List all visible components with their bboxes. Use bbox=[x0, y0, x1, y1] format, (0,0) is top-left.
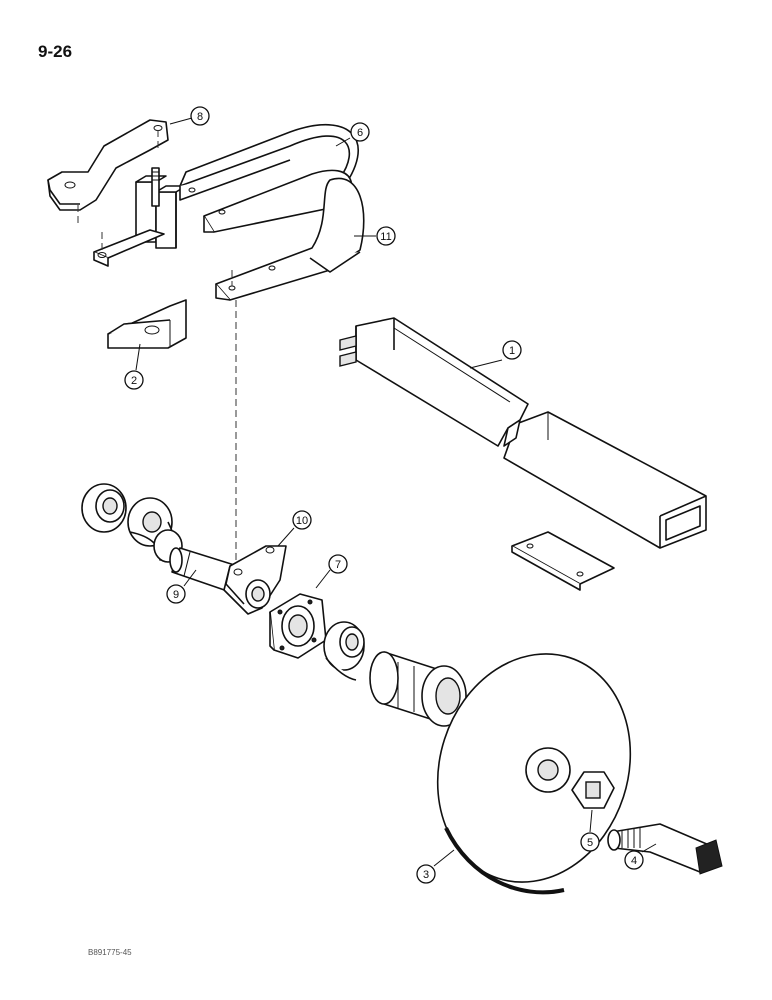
u-spring-lower-part bbox=[215, 177, 365, 301]
svg-text:6: 6 bbox=[357, 127, 363, 139]
bracket-arm-part bbox=[223, 545, 287, 615]
hex-nut-part bbox=[571, 771, 615, 809]
disc-bolt-part bbox=[607, 823, 723, 875]
callout-4: 4 bbox=[624, 843, 657, 870]
svg-text:4: 4 bbox=[631, 855, 637, 867]
svg-text:3: 3 bbox=[423, 869, 429, 881]
washer-part bbox=[81, 483, 127, 533]
callout-7: 7 bbox=[315, 554, 348, 589]
frame-tube-part bbox=[339, 317, 707, 549]
callout-3: 3 bbox=[416, 849, 455, 884]
callout-10: 10 bbox=[277, 510, 312, 547]
flat-plate-part bbox=[511, 531, 615, 591]
callout-8: 8 bbox=[169, 106, 210, 126]
callout-1: 1 bbox=[469, 340, 522, 369]
svg-text:5: 5 bbox=[587, 837, 593, 849]
callout-11: 11 bbox=[354, 226, 396, 246]
figure-code: B891775-45 bbox=[88, 948, 132, 957]
bearing-housing-part bbox=[269, 593, 327, 659]
callout-9: 9 bbox=[166, 569, 197, 604]
svg-text:8: 8 bbox=[197, 111, 203, 123]
svg-text:2: 2 bbox=[131, 375, 137, 387]
callout-5: 5 bbox=[580, 809, 600, 852]
callout-2: 2 bbox=[124, 343, 144, 390]
spool-long-part bbox=[369, 651, 467, 727]
mounting-plate-part bbox=[107, 299, 187, 349]
svg-text:9: 9 bbox=[173, 589, 179, 601]
callout-6: 6 bbox=[335, 122, 370, 147]
svg-text:10: 10 bbox=[296, 515, 308, 527]
svg-text:7: 7 bbox=[335, 559, 341, 571]
svg-text:1: 1 bbox=[509, 345, 515, 357]
u-spring-upper-part bbox=[179, 123, 359, 233]
svg-text:11: 11 bbox=[380, 231, 391, 243]
mount-bracket-part bbox=[47, 119, 169, 225]
clamp-assembly-part bbox=[93, 167, 187, 267]
disc-blade-part bbox=[436, 653, 632, 895]
page-number: 9-26 bbox=[38, 42, 73, 61]
spool-left-part bbox=[127, 497, 183, 563]
spool-middle-part bbox=[323, 621, 365, 681]
